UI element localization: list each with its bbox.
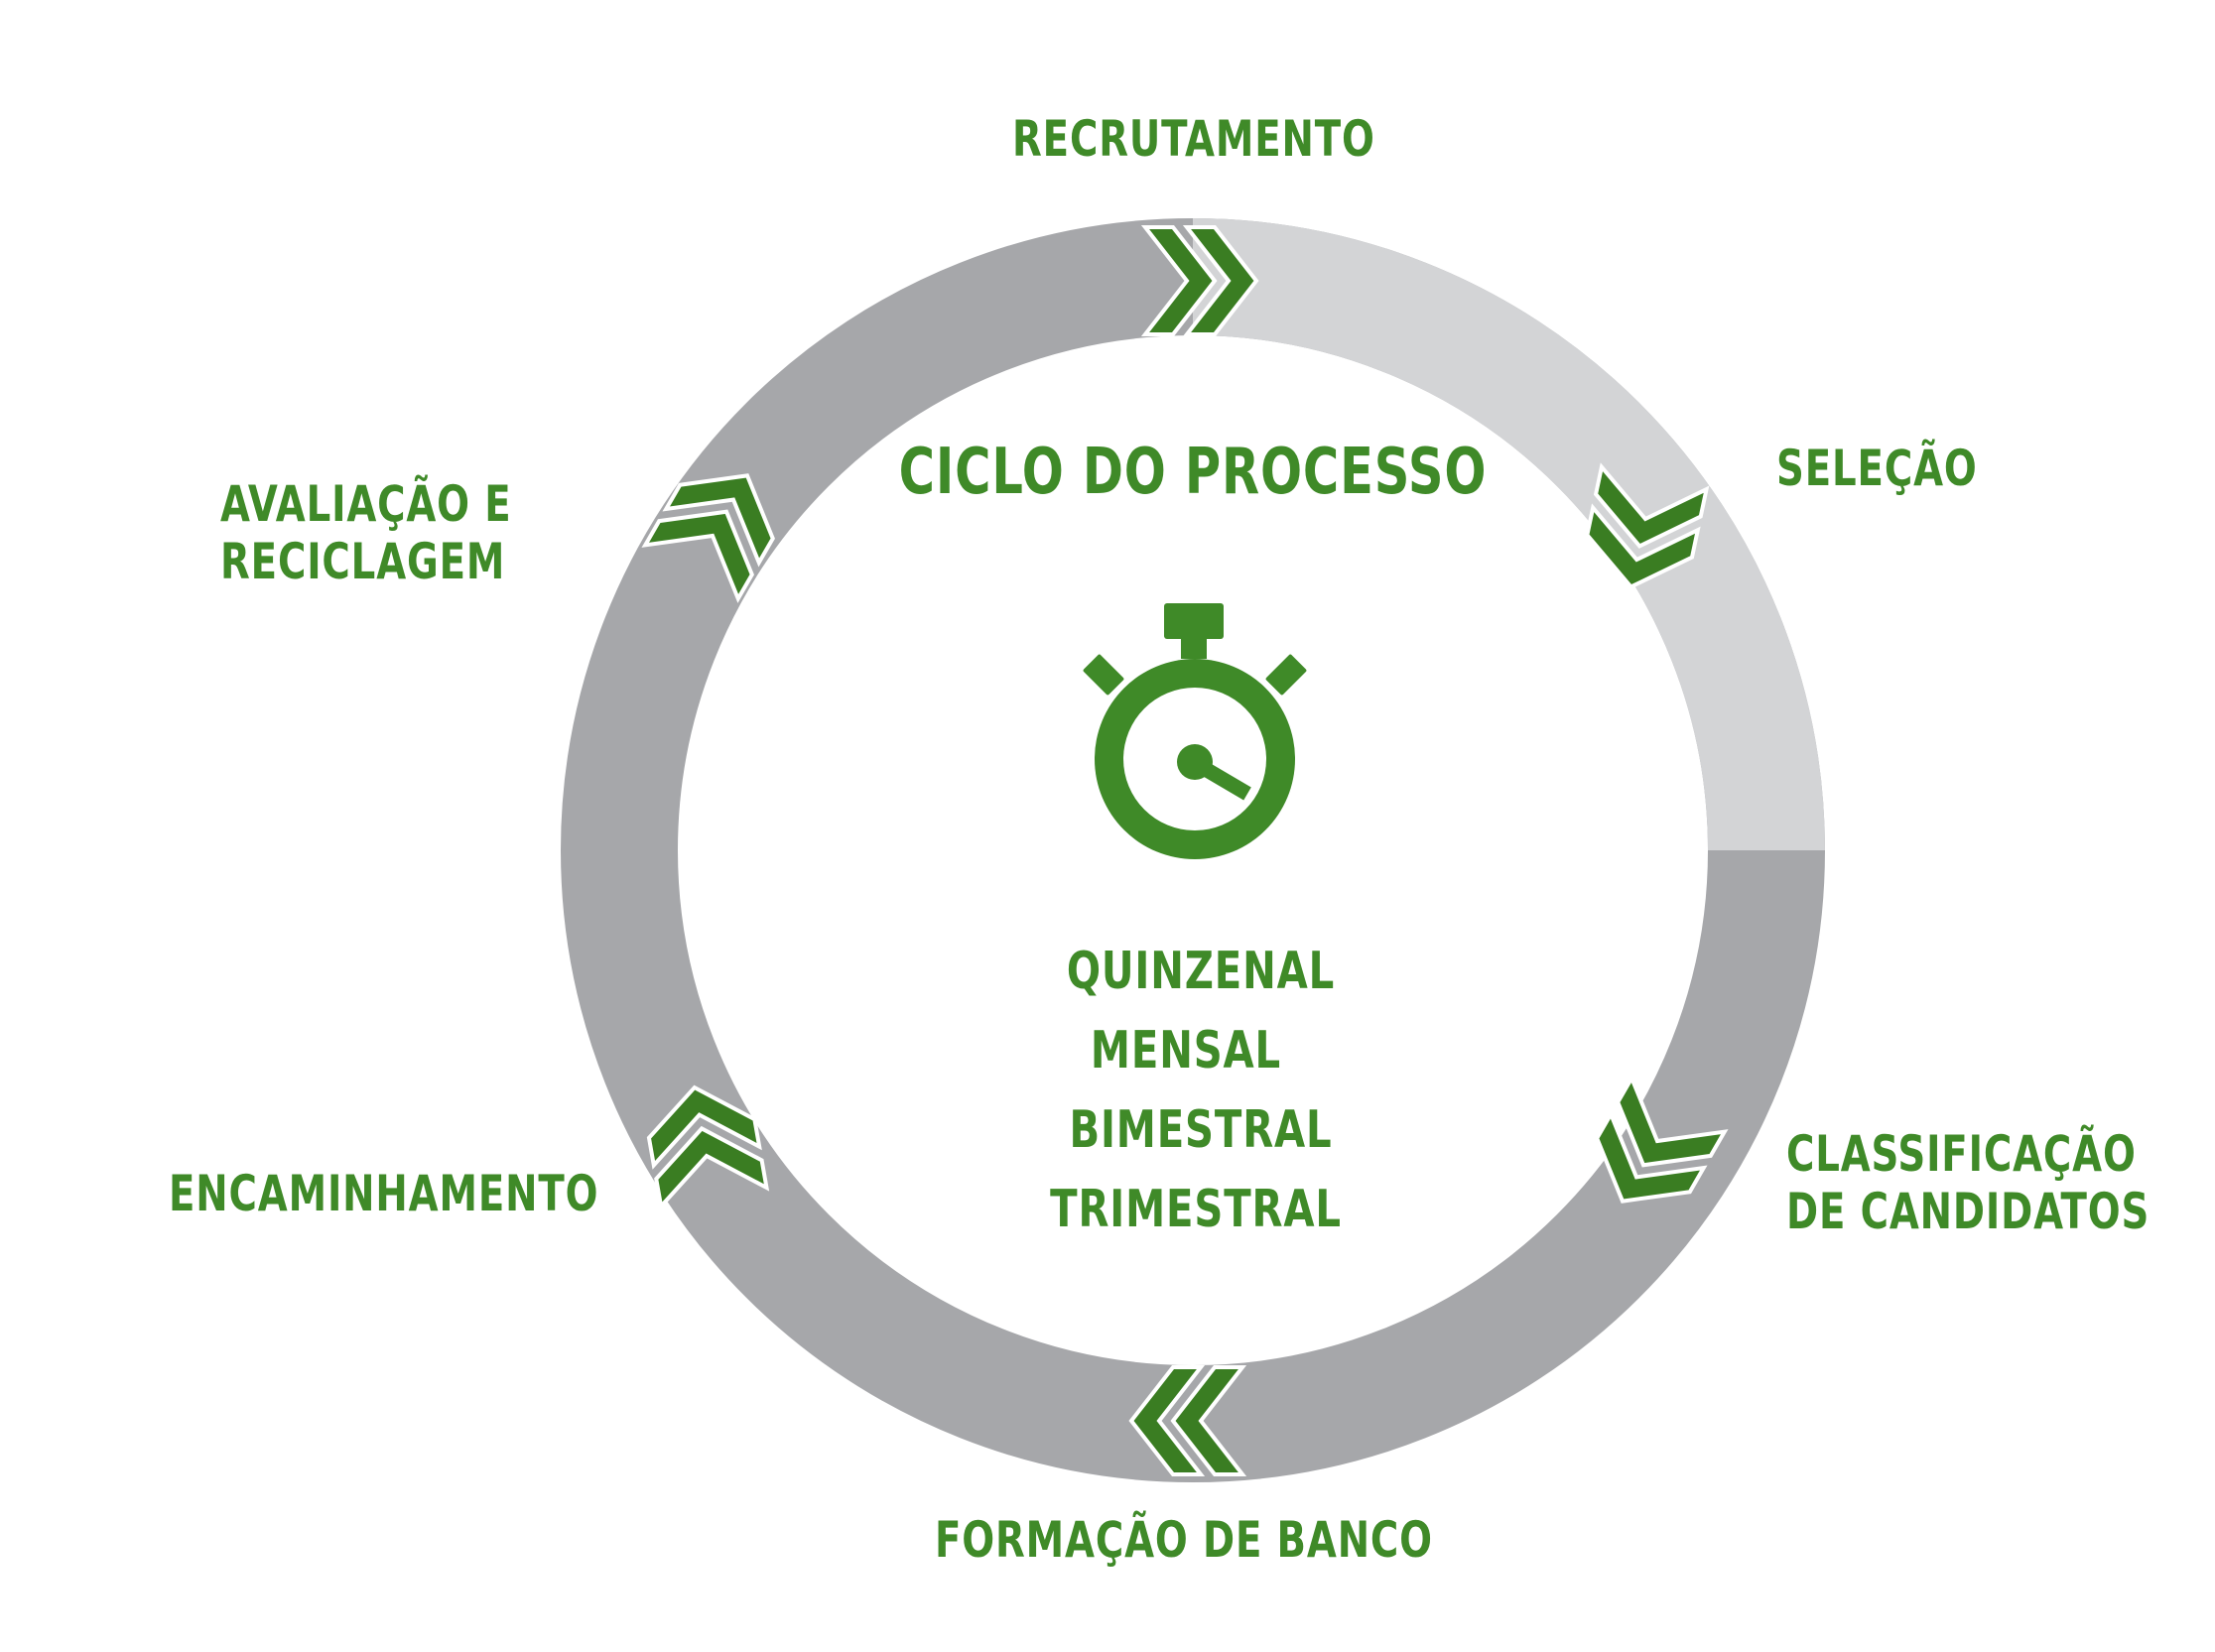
stage-label-formacao: FORMAÇÃO DE BANCO [935,1511,1433,1569]
frequency-mensal: MENSAL [1090,1021,1282,1080]
stage-label-selecao: SELEÇÃO [1776,440,1978,497]
diagram-title: CICLO DO PROCESSO [898,436,1488,509]
frequency-trimestral: TRIMESTRAL [1050,1180,1342,1239]
stage-label-encaminhamento: ENCAMINHAMENTO [169,1165,599,1222]
stage-label-classificacao-line1: CLASSIFICAÇÃO [1786,1125,2137,1183]
stage-label-recrutamento: RECRUTAMENTO [1012,110,1375,168]
frequency-bimestral: BIMESTRAL [1069,1100,1333,1160]
stage-label-avaliacao-line1: AVALIAÇÃO E [220,475,512,533]
cycle-ring-highlight-segment [1192,218,1825,851]
frequency-quinzenal: QUINZENAL [1066,942,1336,1001]
stage-label-avaliacao-line2: RECICLAGEM [220,532,506,590]
stopwatch-icon [1083,603,1307,859]
stage-label-classificacao: CLASSIFICAÇÃO DE CANDIDATOS [1786,1125,2150,1240]
stage-label-avaliacao: AVALIAÇÃO E RECICLAGEM [220,475,512,590]
stage-label-classificacao-line2: DE CANDIDATOS [1786,1182,2150,1240]
